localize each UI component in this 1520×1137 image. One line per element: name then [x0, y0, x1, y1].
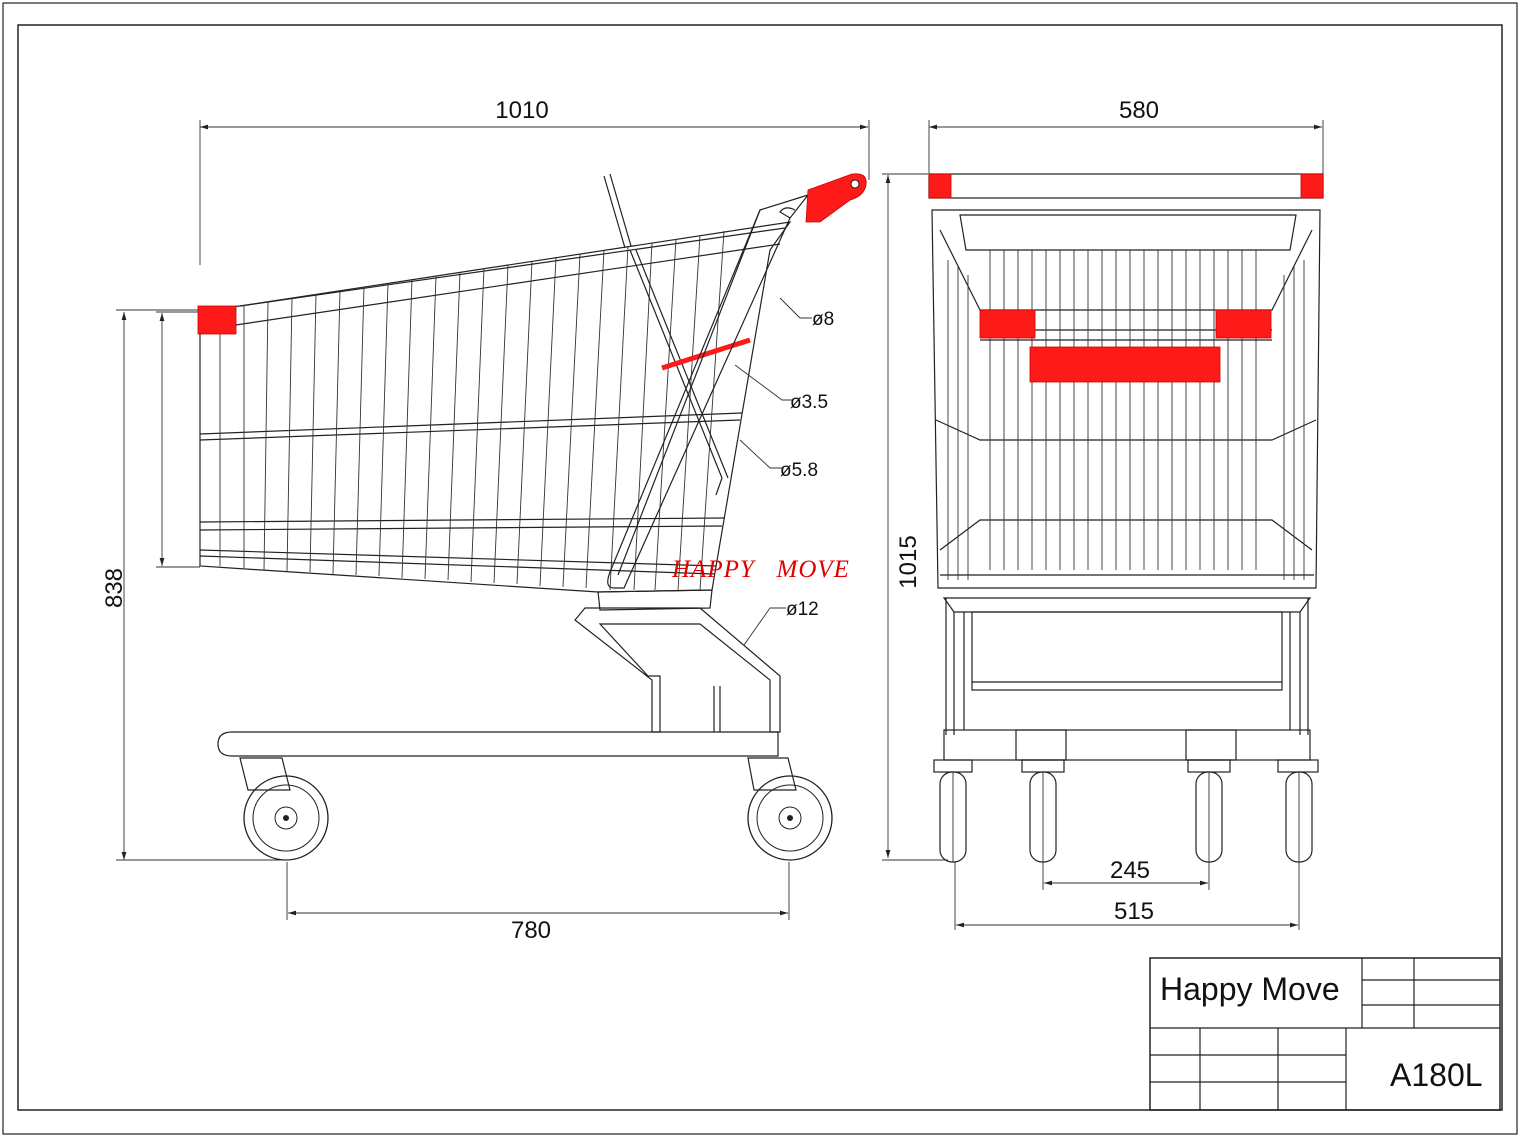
- front-handle-cap-right: [1300, 173, 1324, 199]
- callout-wire-3-5: ø3.5: [790, 392, 828, 413]
- front-caster-1: [933, 759, 973, 863]
- side-rear-wheel: [239, 757, 329, 861]
- front-handle-cap-left: [928, 173, 952, 199]
- front-inner-wheel-dimension: 245: [1110, 857, 1150, 884]
- callout-wire-5-8: ø5.8: [780, 460, 818, 481]
- brand-label: HAPPY MOVE: [671, 556, 850, 583]
- basket-wires: [219, 230, 725, 591]
- front-basket-wires: [947, 250, 1305, 580]
- side-wheelbase-dimension: 780: [511, 917, 551, 944]
- side-view: 1010 838 780: [101, 97, 870, 944]
- front-caster-4: [1277, 759, 1319, 863]
- front-caster-2: [1021, 759, 1065, 863]
- front-seat-flap: [1029, 346, 1221, 383]
- front-caster-3: [1187, 759, 1231, 863]
- side-height-dimension: 838: [101, 568, 128, 608]
- front-view: 580 1015: [882, 97, 1324, 930]
- front-height-dimension: 1015: [895, 535, 922, 588]
- side-front-wheel: [747, 757, 833, 861]
- title-block: Happy Move A180L: [1149, 957, 1501, 1111]
- model-number: A180L: [1390, 1057, 1483, 1093]
- front-seat-cap-right: [1215, 309, 1272, 339]
- callout-wire-8: ø8: [812, 309, 834, 330]
- inner-frame: [17, 24, 1503, 1111]
- side-length-dimension: 1010: [495, 97, 548, 124]
- side-corner-cap: [197, 305, 237, 335]
- callout-tube-12: ø12: [786, 599, 819, 620]
- front-width-dimension: 580: [1119, 97, 1159, 124]
- front-seat-cap-left: [979, 309, 1036, 339]
- front-outer-wheel-dimension: 515: [1114, 898, 1154, 925]
- company-name: Happy Move: [1160, 971, 1340, 1007]
